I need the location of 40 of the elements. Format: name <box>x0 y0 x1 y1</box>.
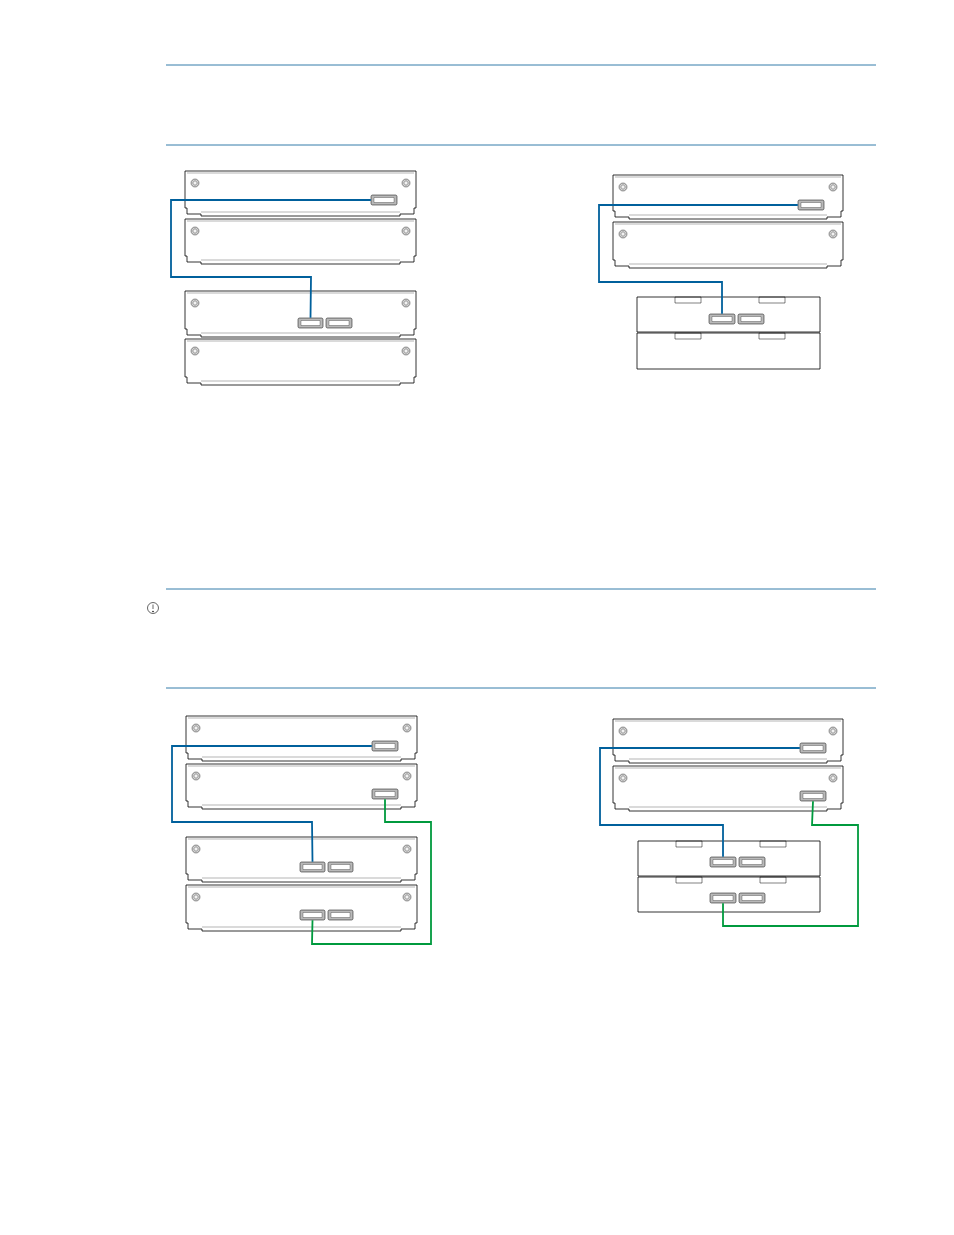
port <box>370 194 398 206</box>
port <box>299 909 326 921</box>
enclosure <box>612 718 844 764</box>
cable <box>170 199 372 319</box>
port <box>737 313 765 325</box>
port <box>299 861 326 873</box>
enclosure <box>185 836 418 883</box>
enclosure <box>185 763 418 810</box>
enclosure <box>612 765 844 812</box>
port <box>709 892 737 904</box>
port <box>327 909 354 921</box>
enclosure <box>184 218 417 265</box>
drive-shelf <box>636 332 821 370</box>
port <box>325 317 353 329</box>
cable <box>599 747 801 858</box>
port <box>799 742 827 754</box>
port <box>709 856 737 868</box>
port <box>297 317 324 329</box>
port <box>738 856 766 868</box>
port <box>327 861 354 873</box>
cable <box>311 798 432 945</box>
drive-shelf <box>637 876 821 913</box>
enclosure <box>184 338 417 386</box>
drive-shelf <box>636 296 821 333</box>
cable <box>171 745 373 863</box>
enclosure <box>612 174 844 220</box>
drive-shelf <box>637 840 821 877</box>
enclosure <box>185 715 418 762</box>
cable <box>722 800 859 927</box>
enclosure <box>612 221 844 269</box>
enclosure <box>185 884 418 932</box>
port <box>799 790 827 802</box>
port <box>371 740 399 752</box>
enclosure <box>184 170 417 217</box>
enclosure <box>184 290 417 338</box>
port <box>708 313 736 325</box>
port <box>371 788 399 800</box>
port <box>797 199 825 211</box>
cable <box>598 204 799 315</box>
port <box>738 892 766 904</box>
